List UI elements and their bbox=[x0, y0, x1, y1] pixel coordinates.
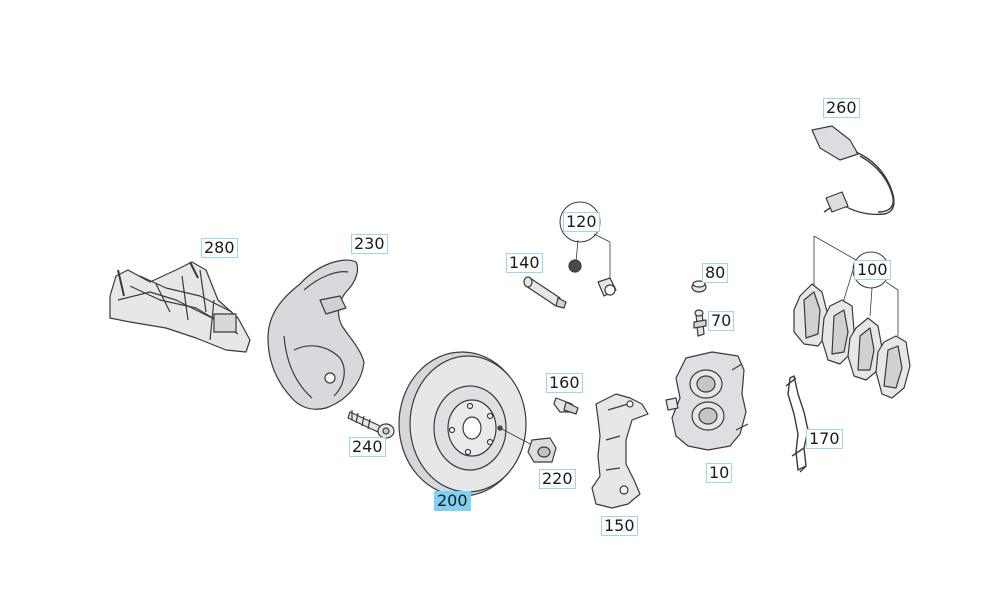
callout-140[interactable]: 140 bbox=[506, 253, 543, 273]
callout-240[interactable]: 240 bbox=[349, 437, 386, 457]
callout-260[interactable]: 260 bbox=[823, 98, 860, 118]
caliper-carrier-150[interactable] bbox=[591, 393, 649, 509]
brake-disc-200[interactable] bbox=[398, 351, 535, 497]
callout-10[interactable]: 10 bbox=[706, 463, 733, 483]
callout-230[interactable]: 230 bbox=[351, 234, 388, 254]
callout-70[interactable]: 70 bbox=[708, 311, 735, 331]
screw-220[interactable] bbox=[527, 437, 557, 463]
bolt-160[interactable] bbox=[553, 397, 579, 415]
cap-80[interactable] bbox=[691, 280, 707, 293]
callout-100[interactable]: 100 bbox=[854, 260, 891, 280]
callout-220[interactable]: 220 bbox=[539, 469, 576, 489]
bushing-120[interactable] bbox=[559, 201, 617, 297]
wear-sensor-260[interactable] bbox=[811, 125, 895, 216]
brake-pads-100[interactable] bbox=[793, 235, 911, 399]
bracket-280[interactable] bbox=[109, 261, 251, 353]
callout-150[interactable]: 150 bbox=[601, 516, 638, 536]
bolt-240[interactable] bbox=[347, 410, 395, 439]
spring-clip-170[interactable] bbox=[785, 375, 809, 473]
callout-160[interactable]: 160 bbox=[546, 373, 583, 393]
guide-pin-140[interactable] bbox=[523, 276, 567, 309]
callout-280[interactable]: 280 bbox=[201, 238, 238, 258]
callout-80[interactable]: 80 bbox=[702, 263, 729, 283]
dust-shield-230[interactable] bbox=[267, 259, 365, 410]
brake-caliper-10[interactable] bbox=[665, 351, 749, 451]
callout-200[interactable]: 200 bbox=[434, 491, 471, 511]
callout-120[interactable]: 120 bbox=[563, 212, 600, 232]
bleeder-screw-70[interactable] bbox=[693, 309, 707, 337]
callout-170[interactable]: 170 bbox=[806, 429, 843, 449]
